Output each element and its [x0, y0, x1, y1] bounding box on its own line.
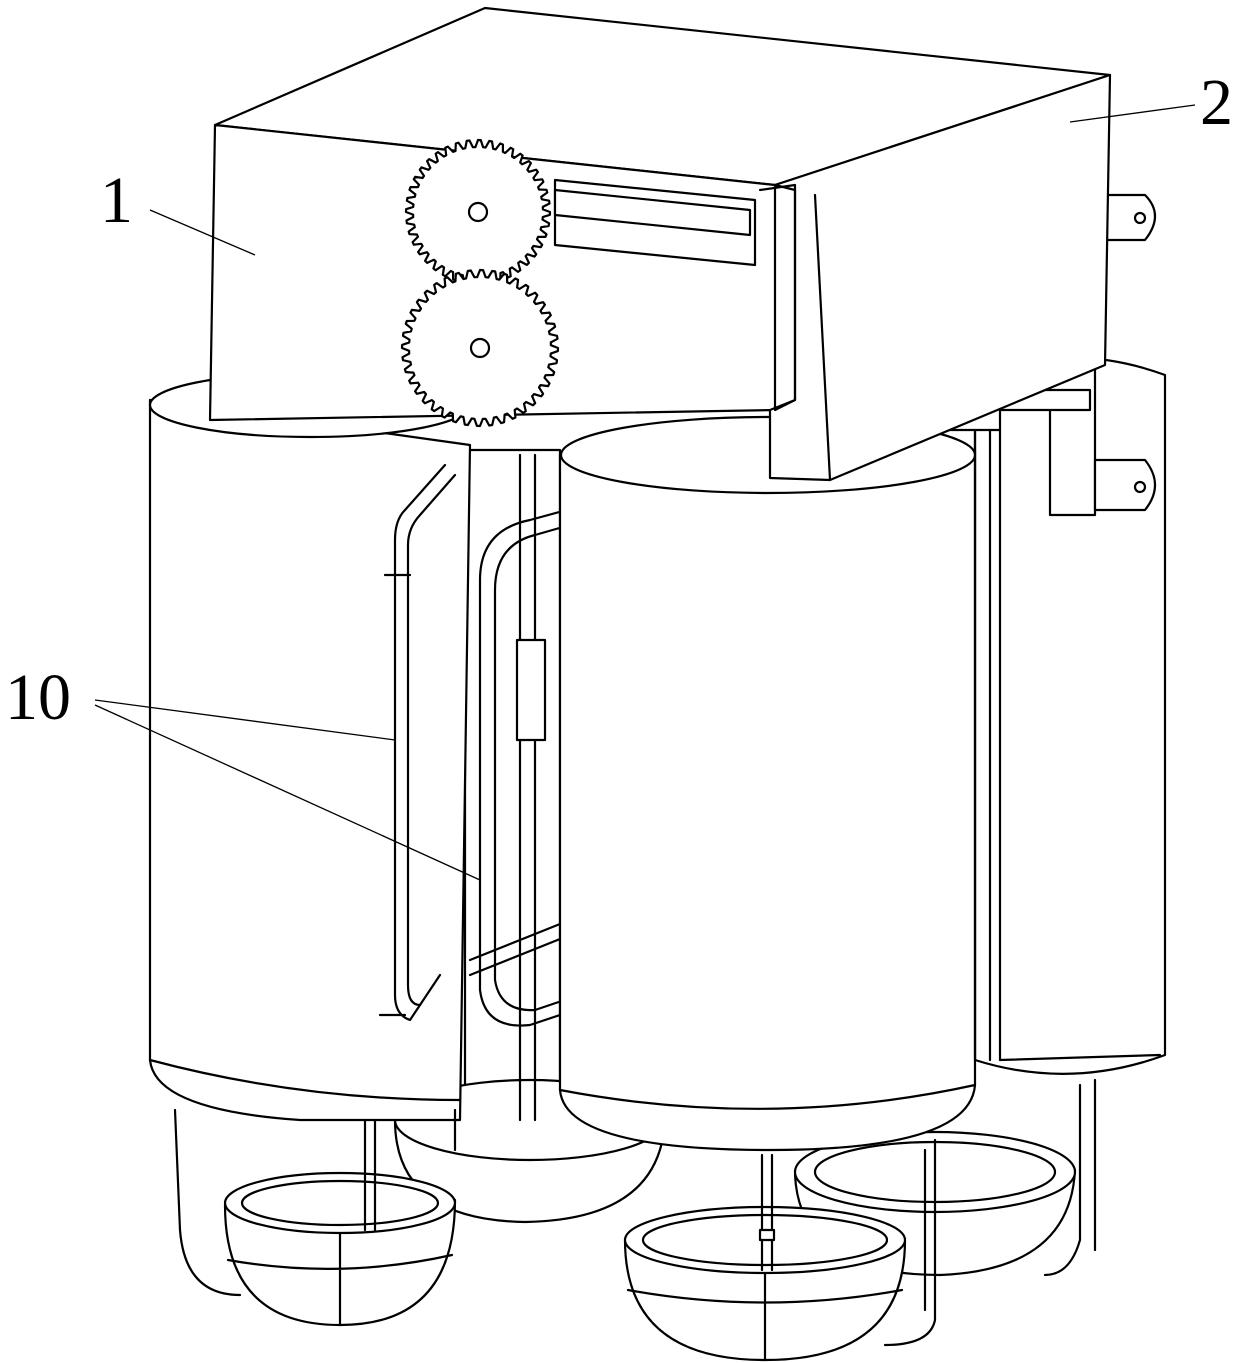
gear-upper-hub: [467, 201, 489, 223]
leader-line-10b: [94, 704, 481, 881]
gears: [400, 138, 560, 428]
side-frame: [973, 378, 1002, 1062]
leader-line-2: [1069, 104, 1196, 123]
strut-right: [1043, 1078, 1097, 1277]
gear-lower-hub: [469, 337, 491, 359]
left-cylinder: [148, 371, 472, 1122]
leader-line-10a: [94, 699, 396, 741]
pipe-middle: [478, 488, 642, 1027]
pipe-left-outer: [393, 463, 447, 1022]
box-2: [758, 73, 1112, 482]
front-cylinder: [558, 415, 977, 1152]
label-1: 1: [100, 164, 133, 237]
bowl-front-middle: [623, 1138, 937, 1362]
label-2: 2: [1200, 66, 1233, 139]
bowl-front-left: [173, 1108, 457, 1327]
pipe-left-inner: [406, 473, 457, 1007]
leader-line-1: [149, 209, 256, 256]
label-10: 10: [5, 661, 71, 734]
